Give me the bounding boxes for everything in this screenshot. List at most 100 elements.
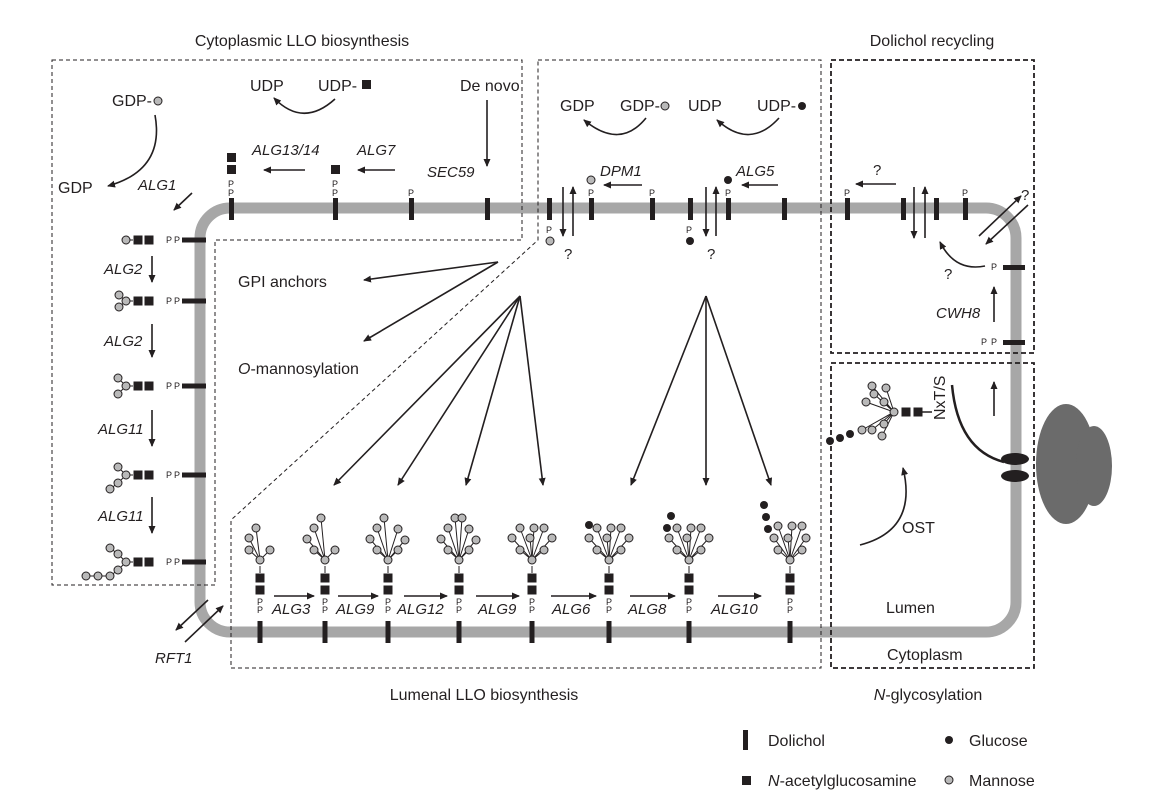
glucose-residue [836, 434, 844, 442]
mannose-residue [113, 373, 123, 383]
dolichol-anchor [182, 298, 206, 304]
alg9-label: ALG9 [477, 601, 517, 618]
phosphate-label: P [174, 296, 180, 306]
dolichol-anchor [787, 621, 793, 643]
mannose-residue [464, 545, 474, 555]
dolichol-anchor [686, 621, 692, 643]
sec59-label: SEC59 [427, 164, 475, 181]
mannose-residue [592, 545, 602, 555]
mannose-residue [527, 555, 537, 565]
glucose-residue [764, 525, 772, 533]
mannose-residue [529, 523, 539, 533]
glycosidic-bond [777, 525, 791, 561]
mannose-residue [696, 545, 706, 555]
alg2-label: ALG2 [103, 333, 143, 350]
svg-text:P: P [332, 179, 338, 189]
mannose-residue [604, 555, 614, 565]
curved-arrow [273, 97, 336, 114]
alg10-label: ALG10 [710, 601, 758, 618]
glycosidic-bond [688, 527, 692, 561]
legend-glcnac-symbol [742, 776, 751, 785]
dolichol-anchor [182, 559, 206, 565]
udp-label: UDP [688, 98, 722, 115]
phosphate-label: P [174, 235, 180, 245]
glucose-residue [826, 437, 834, 445]
arrow [397, 295, 521, 486]
glycosidic-bond [865, 401, 895, 413]
glcnac-residue [454, 585, 464, 595]
nascent-polypeptide [950, 384, 1005, 464]
mannose-residue [457, 513, 467, 523]
dolichol-anchor [182, 383, 206, 389]
mannose-residue [464, 524, 474, 534]
alg11-label: ALG11 [97, 508, 144, 525]
phosphate-label: P [686, 225, 692, 235]
mannose-residue [251, 523, 261, 533]
svg-text:P: P [981, 337, 987, 347]
ost-label: OST [902, 520, 935, 537]
glcnac-symbol [362, 80, 371, 89]
mannose-residue [330, 545, 340, 555]
mannose-residue [372, 545, 382, 555]
mannose-residue [672, 523, 682, 533]
svg-text:P: P [991, 337, 997, 347]
mannose-residue [602, 533, 612, 543]
dolichol-anchor [182, 237, 206, 243]
glcnac-residue [527, 573, 537, 583]
mannose-residue [686, 523, 696, 533]
mannose-residue [515, 523, 525, 533]
nglycosylation-title: N-glycosylation [874, 687, 983, 704]
mannose-residue [704, 533, 714, 543]
curved-arrow [716, 117, 780, 136]
glycosidic-bond [531, 527, 545, 561]
mannose-residue [773, 521, 783, 531]
phosphate-label: P [166, 557, 172, 567]
glcnac-residue [604, 573, 614, 583]
mannose-residue [672, 545, 682, 555]
mannose-residue [624, 533, 634, 543]
legend-mannose-label: Mannose [969, 773, 1035, 790]
legend-dolichol-label: Dolichol [768, 733, 825, 750]
mannose-residue [785, 555, 795, 565]
lumenal-llo: PP [244, 523, 275, 643]
glcnac-residue [255, 573, 265, 583]
mannose-residue [316, 513, 326, 523]
mannose-residue [879, 419, 889, 429]
glcnac-residue [383, 585, 393, 595]
mannose-residue [539, 523, 549, 533]
mannose-residue [372, 523, 382, 533]
svg-text:P: P [588, 188, 594, 198]
mannose-residue [383, 555, 393, 565]
mannose-symbol [545, 236, 555, 246]
mannose-residue [592, 523, 602, 533]
lumenal-llo: PP [663, 512, 714, 643]
dolichol-p: P [844, 188, 850, 220]
mannose-residue [801, 533, 811, 543]
svg-text:P: P [332, 188, 338, 198]
mannose-residue [584, 533, 594, 543]
phosphate-label: P [257, 597, 263, 607]
glcnac-residue [785, 585, 795, 595]
glcnac-residue [133, 296, 143, 306]
mannose-residue [309, 523, 319, 533]
dolichol-symbol [650, 198, 655, 220]
glycosidic-bond [861, 411, 895, 431]
cytoplasmic-title: Cytoplasmic LLO biosynthesis [195, 33, 409, 50]
dolichol-symbol [901, 198, 906, 220]
glycosidic-bond [454, 517, 460, 561]
mannose-residue [113, 478, 123, 488]
question-mark: ? [1021, 187, 1029, 204]
glcnac-residue [785, 573, 795, 583]
mannose-residue [773, 545, 783, 555]
lumenal-llo: PP [365, 513, 410, 643]
arrow [464, 295, 521, 486]
er-membrane [194, 202, 1022, 638]
gdp-man-label: GDP- [620, 98, 660, 115]
mannose-residue [113, 462, 123, 472]
mannose-residue [309, 545, 319, 555]
dolichol-symbol [782, 198, 787, 220]
mannose-residue [867, 381, 877, 391]
